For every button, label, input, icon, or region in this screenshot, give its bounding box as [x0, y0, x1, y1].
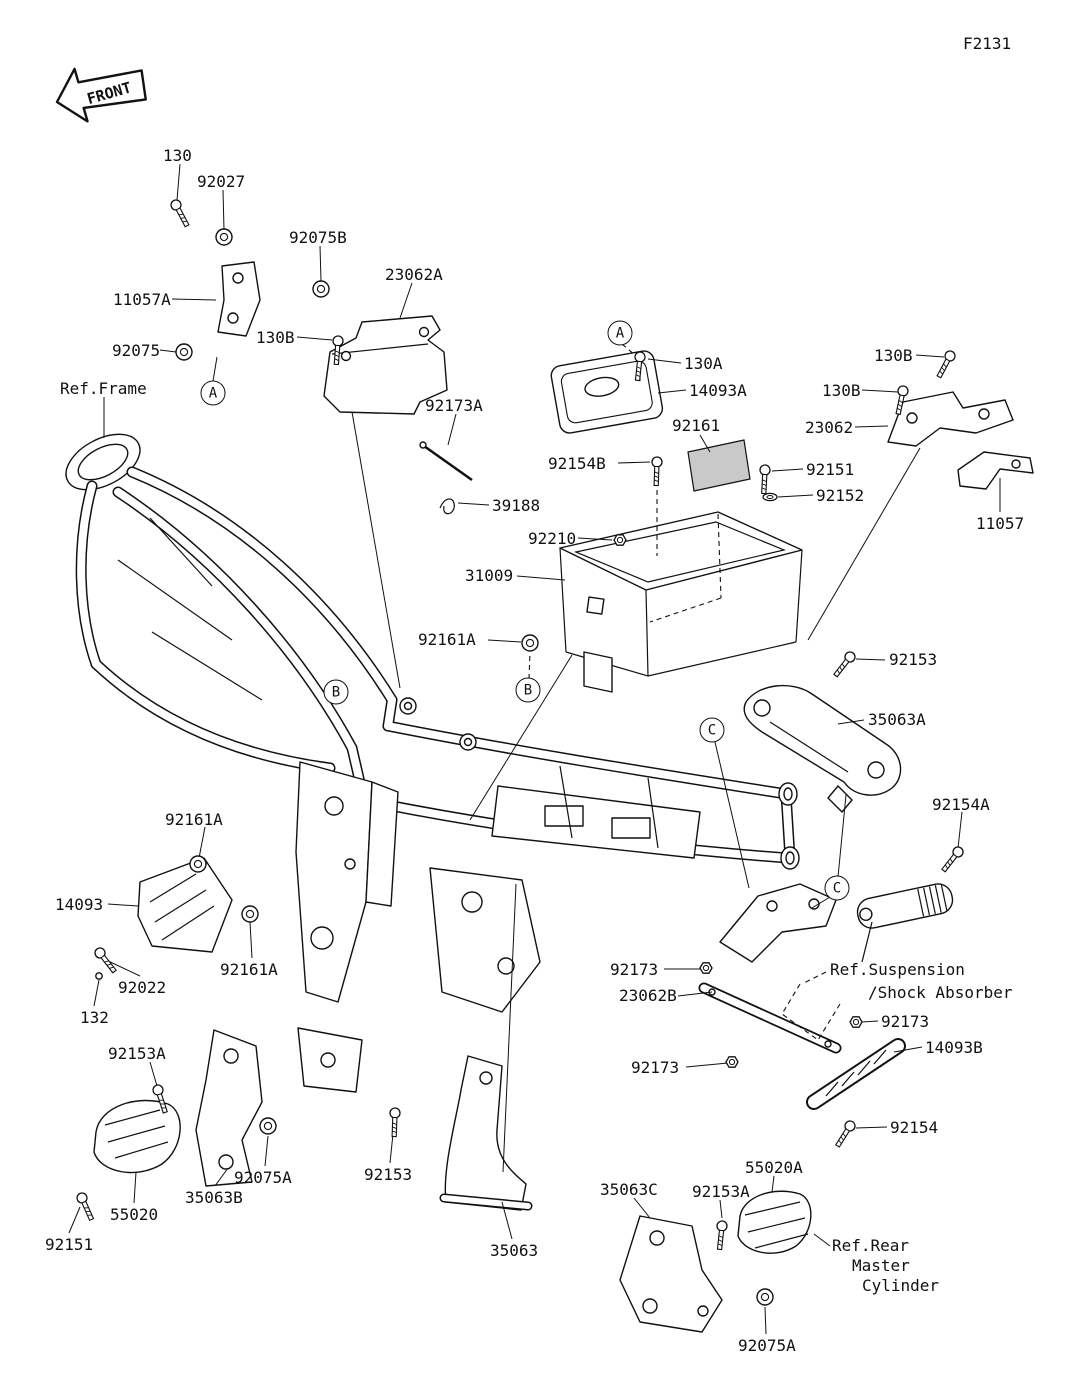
part-label-92153a: 92153A	[692, 1182, 750, 1201]
part-label-92022: 92022	[118, 978, 167, 997]
part-label-92153a: 92153A	[108, 1044, 166, 1063]
part-label-130b: 130B	[874, 346, 913, 365]
callout-a-0: A	[200, 380, 226, 406]
part-label-92153: 92153	[364, 1165, 413, 1184]
part-label-92161: 92161	[672, 416, 721, 435]
stay-35063c	[619, 1215, 723, 1333]
part-label-92154b: 92154B	[548, 454, 606, 473]
stay-35063	[439, 1055, 533, 1211]
part-label-92027: 92027	[197, 172, 246, 191]
part-label-92151: 92151	[806, 460, 855, 479]
fasteners	[74, 197, 966, 1306]
part-label-35063b: 35063B	[185, 1188, 243, 1207]
frame	[65, 433, 800, 1093]
part-label-92075b: 92075B	[289, 228, 347, 247]
rear-master-cylinder-ref	[856, 883, 954, 963]
part-label-130b: 130B	[822, 381, 861, 400]
callout-c-4: C	[699, 717, 725, 743]
part-label-23062b: 23062B	[619, 986, 677, 1005]
part-label-ref-frame: Ref.Frame	[60, 379, 147, 398]
footpeg-holder	[719, 883, 837, 963]
part-label-92161a: 92161A	[220, 960, 278, 979]
part-label-92161a: 92161A	[165, 810, 223, 829]
front-arrow: FRONT	[55, 67, 147, 123]
bracket-11057	[957, 451, 1034, 490]
cover-14093a	[550, 350, 664, 434]
suspension-ref	[781, 983, 841, 1041]
part-label-55020: 55020	[110, 1205, 159, 1224]
part-label-92075a: 92075A	[738, 1336, 796, 1355]
shield-14093	[137, 857, 233, 953]
part-label-cylinder: Cylinder	[862, 1276, 940, 1295]
part-label-14093b: 14093B	[925, 1038, 983, 1057]
part-label-shock-absorber: /Shock Absorber	[868, 983, 1013, 1002]
part-label-35063a: 35063A	[868, 710, 926, 729]
guard-55020a	[737, 1190, 812, 1254]
part-label-92173a: 92173A	[425, 396, 483, 415]
part-label-14093: 14093	[55, 895, 104, 914]
part-label-92210: 92210	[528, 529, 577, 548]
construction-lines	[212, 356, 921, 1247]
stay-35063a	[743, 684, 902, 813]
part-label-92075: 92075	[112, 341, 161, 360]
part-label-55020a: 55020A	[745, 1158, 803, 1177]
callout-a-1: A	[607, 320, 633, 346]
callout-b-3: B	[515, 677, 541, 703]
part-label-92173: 92173	[631, 1058, 680, 1077]
bracket-23062b	[698, 982, 842, 1054]
part-label-39188: 39188	[492, 496, 541, 515]
part-label-92152: 92152	[816, 486, 865, 505]
part-label-master: Master	[852, 1256, 910, 1275]
hook-pin-39188	[439, 498, 455, 515]
part-label-31009: 31009	[465, 566, 514, 585]
part-label-92173: 92173	[881, 1012, 930, 1031]
bracket-23062a	[323, 315, 448, 415]
part-label-130a: 130A	[684, 354, 723, 373]
part-label-23062a: 23062A	[385, 265, 443, 284]
part-label-92161a: 92161A	[418, 630, 476, 649]
callout-c-5: C	[824, 875, 850, 901]
bracket-11057a	[217, 261, 261, 337]
part-label-11057a: 11057A	[113, 290, 171, 309]
part-label-11057: 11057	[976, 514, 1025, 533]
bracket-23062	[887, 391, 1014, 447]
alignment-dashed	[528, 343, 827, 985]
part-label-92153: 92153	[889, 650, 938, 669]
guard-14093b	[806, 1038, 906, 1110]
part-label-92075a: 92075A	[234, 1168, 292, 1187]
part-label-92173: 92173	[610, 960, 659, 979]
part-label-35063c: 35063C	[600, 1180, 658, 1199]
part-label-ref-suspension: Ref.Suspension	[830, 960, 965, 979]
part-label-132: 132	[80, 1008, 109, 1027]
part-label-92151: 92151	[45, 1235, 94, 1254]
figure-code: F2131	[963, 34, 1012, 53]
stay-35063b	[195, 1029, 263, 1187]
part-label-130: 130	[163, 146, 192, 165]
part-label-130b: 130B	[256, 328, 295, 347]
part-label-92154a: 92154A	[932, 795, 990, 814]
callout-b-2: B	[323, 679, 349, 705]
battery-case	[559, 511, 803, 693]
part-label-ref-rear: Ref.Rear	[832, 1236, 910, 1255]
part-label-92154: 92154	[890, 1118, 939, 1137]
part-label-35063: 35063	[490, 1241, 539, 1260]
damper-pad	[687, 439, 751, 492]
rod-92173a	[419, 441, 473, 482]
part-label-23062: 23062	[805, 418, 854, 437]
guard-55020	[93, 1099, 181, 1174]
part-label-14093a: 14093A	[689, 381, 747, 400]
